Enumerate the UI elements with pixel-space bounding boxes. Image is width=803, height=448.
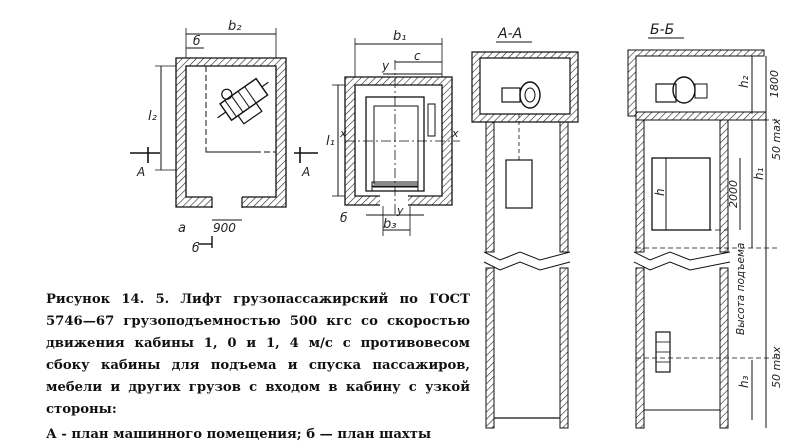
- label-y-bottom: у: [396, 204, 404, 217]
- label-h1: h₁: [752, 167, 766, 180]
- label-h: h: [653, 188, 667, 196]
- winch-icon: [217, 77, 269, 125]
- label-b1: b₁: [393, 29, 406, 44]
- label-b-left: б: [340, 211, 348, 225]
- section-a-a-title: А-А: [497, 26, 522, 42]
- label-b3: b₃: [383, 217, 396, 232]
- label-a-left: А: [136, 165, 145, 179]
- label-c: с: [414, 49, 421, 63]
- section-b-b-title: Б-Б: [650, 22, 674, 38]
- plan-machine-room: b₂ б l₂ А А 900 а б: [130, 19, 318, 255]
- label-a-right: А: [301, 165, 310, 179]
- figure-caption: Рисунок 14. 5. Лифт грузопассажирский по…: [46, 292, 470, 417]
- plan-shaft: b₁ у с l₁ х х б у b₃: [326, 29, 460, 236]
- machine-room-winch-icon: [655, 76, 708, 104]
- label-b-top: б: [193, 34, 201, 48]
- label-2000: 2000: [727, 180, 740, 208]
- section-b-b: Б-Б: [627, 22, 783, 429]
- label-b2: b₂: [228, 19, 241, 34]
- label-view-a: а: [178, 221, 186, 236]
- figure-legend: А - план машинного помещения; б — план ш…: [46, 427, 432, 442]
- winch-motor-icon: [501, 81, 541, 109]
- label-h3: h₃: [737, 375, 751, 388]
- label-50max-bottom: 50 max: [770, 346, 783, 388]
- label-lift-height: Высота подъема: [735, 243, 747, 335]
- label-l1: l₁: [326, 134, 335, 149]
- label-h2: h₂: [737, 75, 751, 88]
- label-y-top: у: [381, 59, 390, 73]
- label-x-left: х: [339, 127, 347, 140]
- label-x-right: х: [451, 127, 459, 140]
- section-a-a: А-А: [471, 26, 579, 429]
- label-50max-top: 50 max: [770, 118, 783, 160]
- label-b-bottom: б: [192, 241, 200, 255]
- label-l2: l₂: [148, 109, 157, 124]
- label-1800: 1800: [768, 70, 781, 98]
- label-900: 900: [213, 221, 236, 235]
